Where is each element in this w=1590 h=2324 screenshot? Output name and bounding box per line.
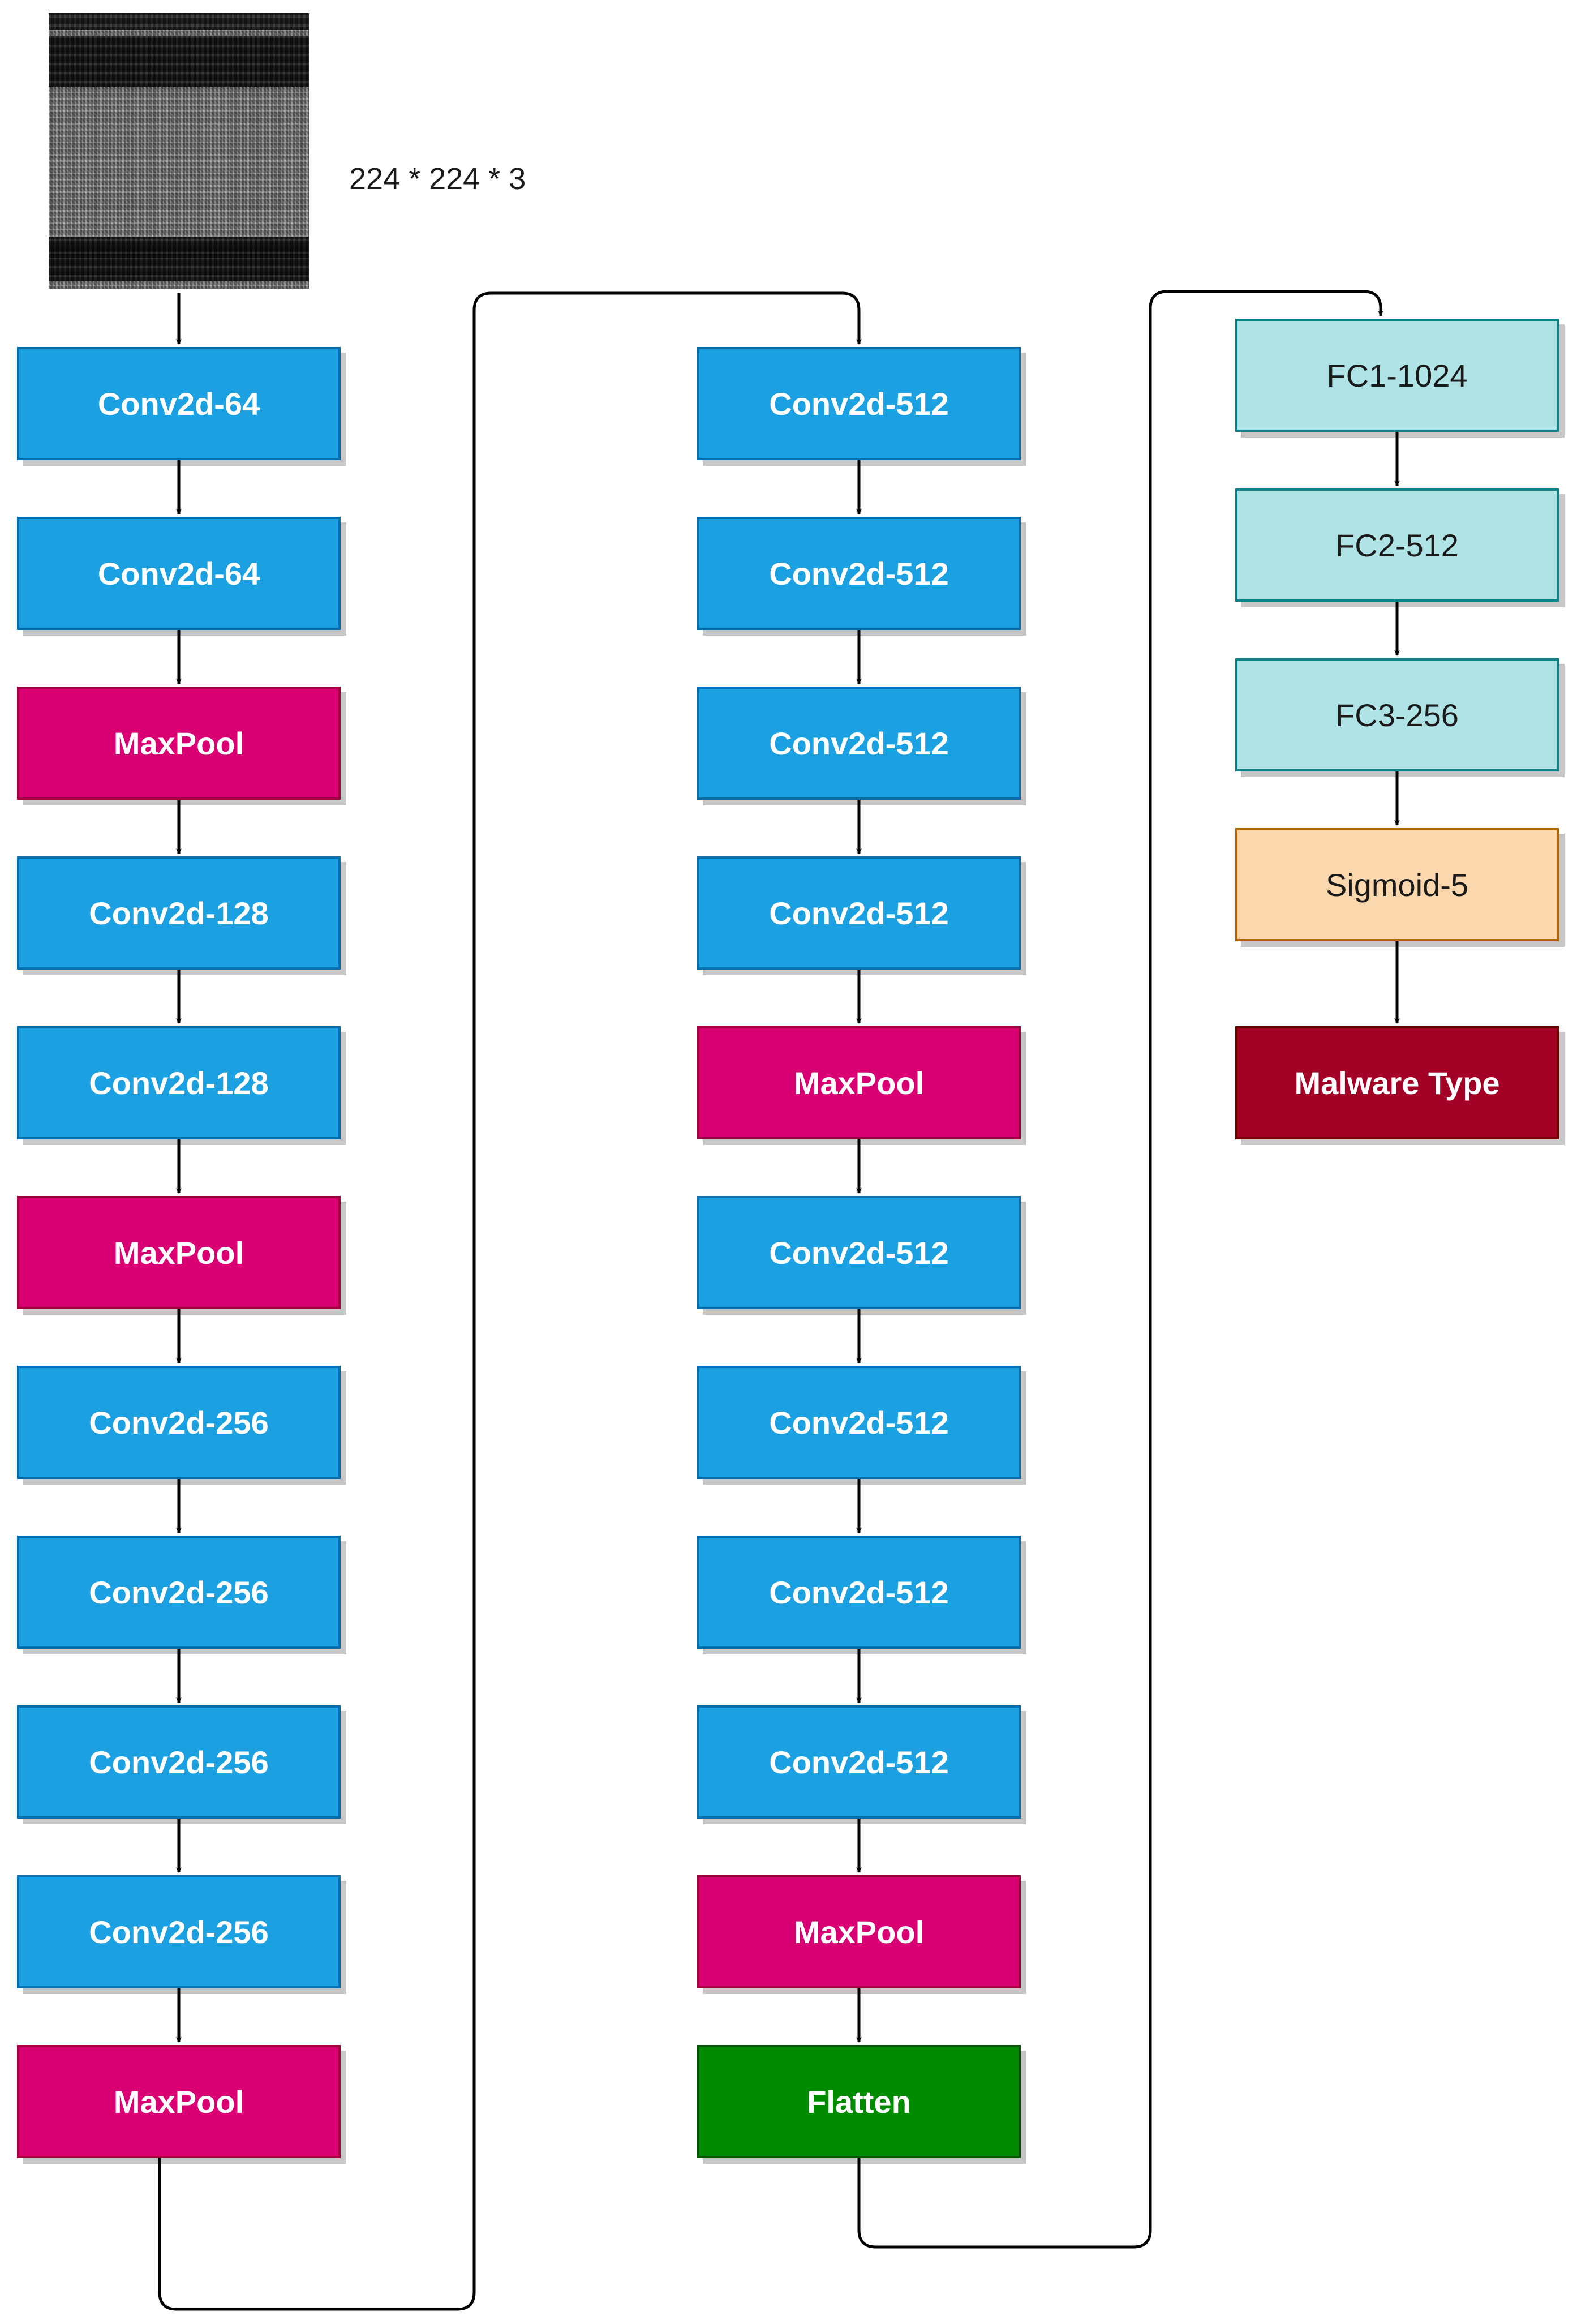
maxpool-node-1: MaxPool [17, 687, 341, 800]
image-band [49, 13, 309, 30]
flatten-node: Flatten [697, 2045, 1021, 2158]
conv2d-512-node-6: Conv2d-512 [697, 1366, 1021, 1479]
conv2d-64-node-1: Conv2d-64 [17, 347, 341, 460]
image-band [49, 36, 309, 87]
conv2d-512-node-4: Conv2d-512 [697, 856, 1021, 970]
conv2d-128-node-2: Conv2d-128 [17, 1026, 341, 1139]
conv2d-512-node-3: Conv2d-512 [697, 687, 1021, 800]
conv2d-256-node-2: Conv2d-256 [17, 1536, 341, 1649]
input-image [49, 13, 309, 289]
maxpool-node-4: MaxPool [697, 1026, 1021, 1139]
conv2d-256-node-4: Conv2d-256 [17, 1875, 341, 1988]
malware-type-output-node: Malware Type [1235, 1026, 1559, 1139]
conv2d-512-node-7: Conv2d-512 [697, 1536, 1021, 1649]
arrow-col2-to-col3 [857, 290, 1383, 2249]
conv2d-512-node-2: Conv2d-512 [697, 517, 1021, 630]
sigmoid-5-node: Sigmoid-5 [1235, 828, 1559, 941]
conv2d-256-node-3: Conv2d-256 [17, 1705, 341, 1819]
conv2d-256-node-1: Conv2d-256 [17, 1366, 341, 1479]
fc3-256-node: FC3-256 [1235, 658, 1559, 771]
image-band [49, 245, 309, 258]
maxpool-node-5: MaxPool [697, 1875, 1021, 1988]
conv2d-128-node-1: Conv2d-128 [17, 856, 341, 970]
conv2d-512-node-8: Conv2d-512 [697, 1705, 1021, 1819]
image-band [49, 237, 309, 281]
maxpool-node-2: MaxPool [17, 1196, 341, 1309]
arrow-col1-to-col2 [158, 291, 862, 2311]
conv2d-512-node-5: Conv2d-512 [697, 1196, 1021, 1309]
input-dimensions-label: 224 * 224 * 3 [349, 162, 526, 196]
conv2d-64-node-2: Conv2d-64 [17, 517, 341, 630]
conv2d-512-node-1: Conv2d-512 [697, 347, 1021, 460]
fc1-1024-node: FC1-1024 [1235, 319, 1559, 432]
maxpool-node-3: MaxPool [17, 2045, 341, 2158]
fc2-512-node: FC2-512 [1235, 488, 1559, 602]
arrow-group [158, 290, 1400, 2311]
